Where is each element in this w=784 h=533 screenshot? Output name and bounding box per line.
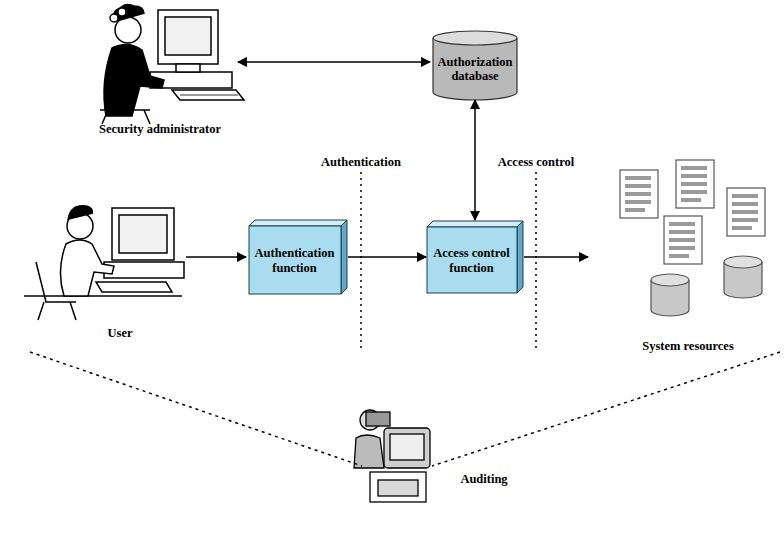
function-box: Authentication function [248,219,348,295]
connector-arrow [348,256,426,258]
box-side [517,221,523,293]
database-cylinder: Authorization database [432,30,518,100]
node-text-area: Authentication function [251,228,338,293]
caption-label: Authentication [321,155,401,169]
caption-label: Security administrator [99,122,221,136]
node-text-area: Access control function [429,229,514,292]
cylinder-top [433,31,517,45]
caption-label: Auditing [460,472,507,486]
caption-label: Access control [498,155,574,169]
node-label: Authentication function [251,246,338,275]
audit-line [30,352,362,466]
node-label: Authorization database [434,55,516,84]
audit-line [432,352,780,466]
caption-label: System resources [642,339,734,353]
boundary-line [360,172,362,348]
layout-lines [30,62,780,466]
resources-illustration [620,160,765,316]
admin-illustration [100,4,244,124]
user-arrow [186,256,246,258]
admin-db-arrow [238,61,430,63]
function-box: Access control function [426,220,524,294]
node-label: Access control function [429,246,514,275]
box-top [427,221,523,227]
boundary-line [535,172,537,348]
user-illustration [24,206,184,320]
resource-arrow [524,256,588,258]
box-side [341,220,347,294]
auditing-illustration [354,410,430,502]
box-front [249,226,341,294]
cylinder-body [433,38,517,100]
caption-label: User [108,326,133,340]
box-top [249,220,347,226]
node-text-area: Authorization database [434,44,516,94]
connector-arrow [474,100,476,220]
box-front [427,227,517,293]
